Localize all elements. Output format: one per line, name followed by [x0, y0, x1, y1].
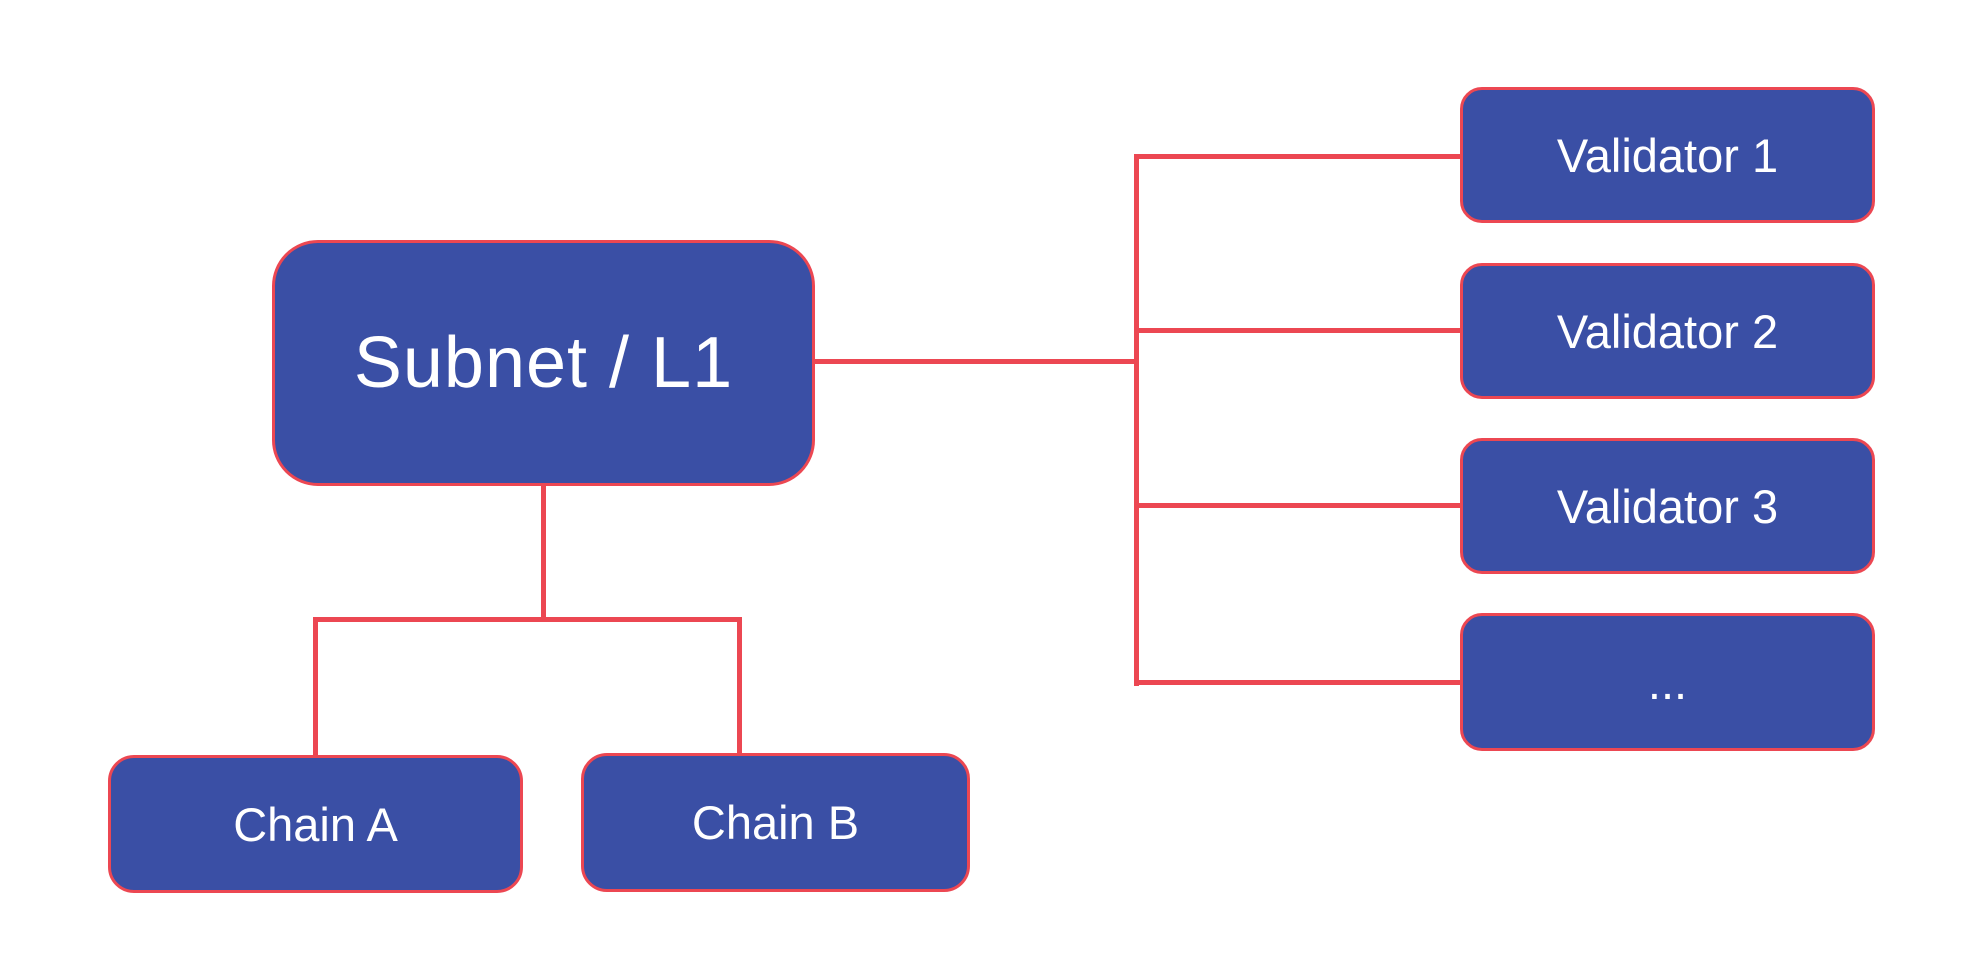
connector-branch-validator-more: [1134, 680, 1463, 685]
validator-more-label: ...: [1647, 655, 1688, 709]
validator-3-node: Validator 3: [1460, 438, 1875, 574]
connector-chain-a-drop: [313, 617, 318, 757]
connector-chains-horizontal: [313, 617, 742, 622]
connector-branch-validator-1: [1134, 154, 1463, 159]
chain-a-node: Chain A: [108, 755, 523, 893]
validator-2-node: Validator 2: [1460, 263, 1875, 399]
chain-b-label: Chain B: [691, 796, 860, 849]
connector-subnet-to-validator-trunk: [815, 359, 1139, 364]
subnet-l1-label: Subnet / L1: [353, 323, 734, 403]
validator-1-label: Validator 1: [1556, 128, 1779, 182]
connector-validator-trunk: [1134, 154, 1139, 686]
connector-chain-b-drop: [737, 617, 742, 755]
connector-branch-validator-3: [1134, 503, 1463, 508]
validator-1-node: Validator 1: [1460, 87, 1875, 223]
connector-branch-validator-2: [1134, 328, 1463, 333]
chain-a-label: Chain A: [233, 797, 398, 851]
validator-more-node: ...: [1460, 613, 1875, 751]
validator-2-label: Validator 2: [1556, 304, 1779, 358]
validator-3-label: Validator 3: [1556, 479, 1779, 533]
chain-b-node: Chain B: [581, 753, 970, 892]
connector-subnet-to-chains-drop: [541, 485, 546, 620]
subnet-l1-node: Subnet / L1: [272, 240, 815, 486]
